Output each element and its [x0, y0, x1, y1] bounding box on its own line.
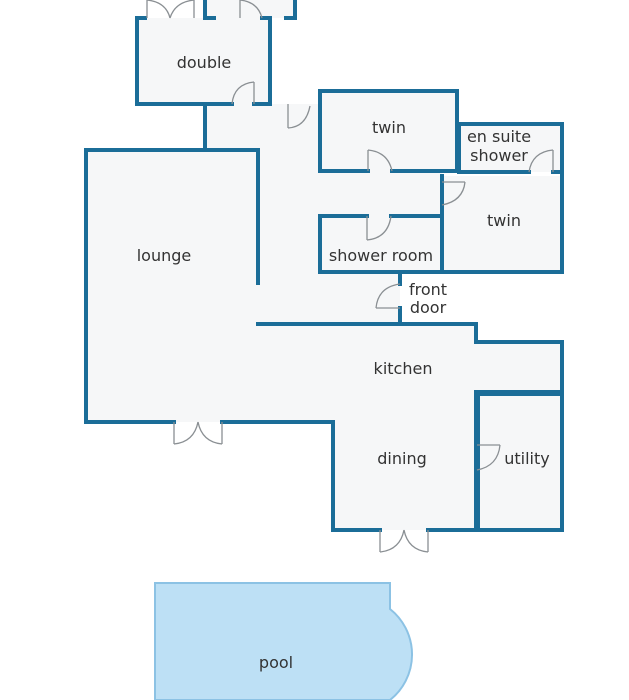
double-room-door-icon: [231, 81, 255, 105]
en-suite-door-icon: [528, 149, 554, 173]
room-labels: double twin en suite shower twin lounge …: [137, 53, 550, 672]
lounge-walls: [84, 148, 335, 424]
label-front-door-2: door: [410, 298, 447, 317]
pool-shape: [154, 582, 413, 700]
room-label-utility: utility: [504, 449, 550, 468]
room-label-lounge: lounge: [137, 246, 192, 265]
twin-top-door-icon: [367, 149, 393, 172]
label-front-door-1: front: [409, 280, 447, 299]
room-label-twin-top: twin: [372, 118, 406, 137]
room-label-en-suite-1: en suite: [467, 127, 531, 146]
double-top-door-icon: [146, 0, 195, 19]
twin-right-door-icon: [441, 181, 466, 206]
room-label-double: double: [177, 53, 232, 72]
walls: [84, 0, 564, 532]
top-room-door-icon: [239, 0, 263, 19]
corridor-door-icon: [287, 104, 311, 129]
doors: [146, 0, 554, 553]
shower-room-walls: [318, 214, 444, 274]
room-label-dining: dining: [377, 449, 426, 468]
utility-walls: [476, 392, 564, 532]
room-label-pool: pool: [259, 653, 293, 672]
room-label-kitchen: kitchen: [374, 359, 433, 378]
utility-door-icon: [476, 444, 501, 471]
en-suite-walls: [457, 122, 564, 174]
double-walls: [135, 16, 272, 106]
shower-room-door-icon: [366, 215, 392, 241]
lounge-french-door-icon: [173, 421, 223, 445]
room-label-en-suite-2: shower: [470, 146, 528, 165]
room-label-twin-right: twin: [487, 211, 521, 230]
top-room-walls: [203, 0, 297, 20]
twin-right-walls: [440, 174, 564, 274]
dining-french-door-icon: [379, 529, 429, 553]
floor-fills: [86, 0, 562, 530]
front-door-icon: [375, 283, 401, 309]
room-label-shower-room: shower room: [329, 246, 433, 265]
